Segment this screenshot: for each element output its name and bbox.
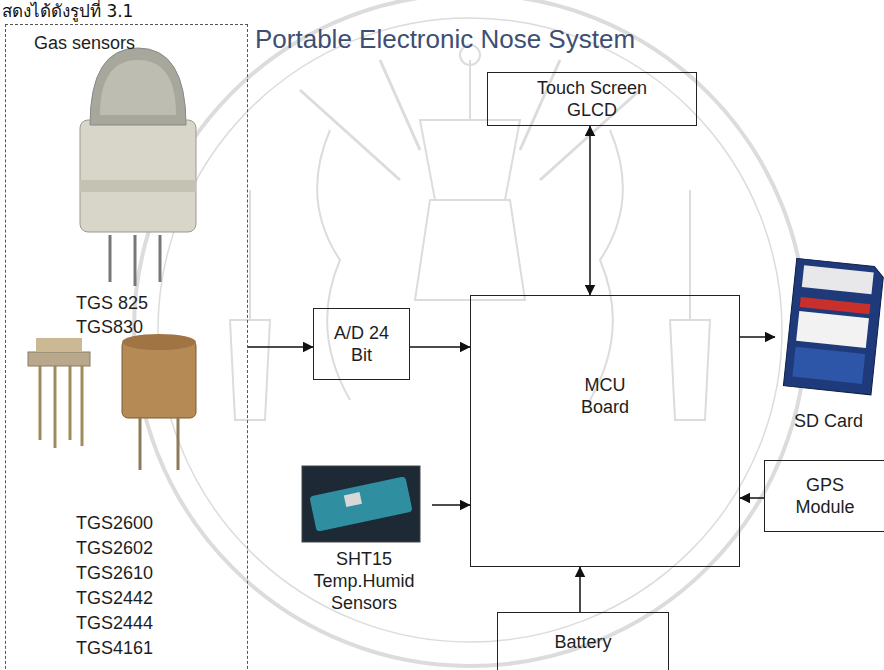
sd-card xyxy=(783,258,884,394)
node-label: Touch Screen GLCD xyxy=(527,77,657,121)
gas-sensor-can xyxy=(80,48,196,286)
node-label: Battery xyxy=(554,631,611,653)
signal-arrow xyxy=(432,504,470,506)
gas-sensor-small xyxy=(28,334,196,470)
node-label: Gas sensors xyxy=(34,31,234,55)
gps-box: GPS Module xyxy=(764,460,884,532)
signal-arrow xyxy=(579,567,581,612)
node-text: TGS2600 TGS2602 TGS2610 TGS2442 TGS2444 … xyxy=(76,511,176,661)
controller-box: MCU Board xyxy=(470,295,740,567)
signal-arrow xyxy=(248,346,313,348)
page-text: สดงได้ดังรูปที่ 3.1 xyxy=(2,0,133,22)
node-label: MCU Board xyxy=(565,374,645,418)
node-text: TGS 825 TGS830 xyxy=(76,291,166,339)
signal-arrow xyxy=(740,497,764,499)
node-label: SD Card xyxy=(794,410,863,432)
signal-arrow xyxy=(589,126,591,295)
sht15-board xyxy=(302,466,420,542)
display-box: Touch Screen GLCD xyxy=(487,72,697,126)
signal-arrow xyxy=(740,336,775,338)
node-label: SHT15 Temp.Humid Sensors xyxy=(302,548,426,614)
sensor-module: SHT15 Temp.Humid Sensors xyxy=(296,462,432,627)
node-label: GPS Module xyxy=(785,474,865,518)
watermark-emblem xyxy=(134,0,806,666)
node-label: A/D 24 Bit xyxy=(327,322,397,366)
signal-arrow xyxy=(410,346,470,348)
diagram-title: Portable Electronic Nose System xyxy=(255,24,635,54)
converter-box: A/D 24 Bit xyxy=(313,308,410,380)
storage-card: SD Card xyxy=(775,256,882,434)
power-box: Battery xyxy=(497,612,669,670)
gas-sensor-group: Gas sensorsTGS 825 TGS830TGS2600 TGS2602… xyxy=(5,24,248,670)
